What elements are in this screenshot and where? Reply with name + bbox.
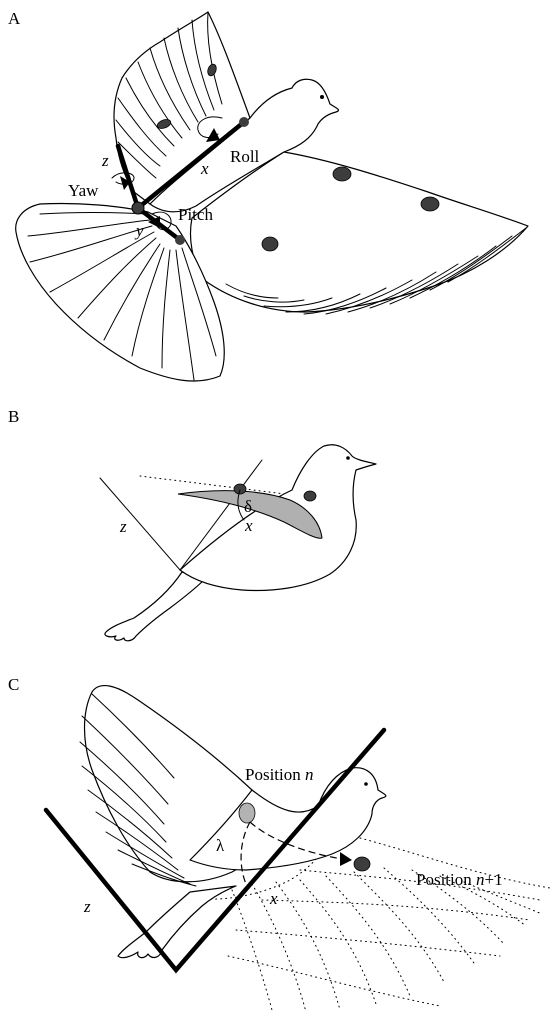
panel-a-y-label: y [134,221,144,240]
panel-a-marker [333,167,351,181]
panel-a-z-label: z [101,151,109,170]
panel-b-eye [346,456,350,460]
panel-c-lambda-label: λ [216,836,225,855]
panel-c-trajectory-arrowhead [340,852,352,866]
panel-b-marker [304,491,316,501]
panel-c-letter: C [8,675,19,694]
panel-c-x-label: x [269,889,278,908]
panel-a-origin [132,202,144,214]
panel-b-marker [234,484,246,494]
panel-b-letter: B [8,407,19,426]
panel-a-eye [320,95,324,99]
panel-a-marker [262,237,278,251]
panel-a-x-label: x [200,159,209,178]
panel-a-roll-label: Roll [230,147,260,166]
panel-a-marker [421,197,439,211]
panel-b-tail [105,572,206,641]
panel-c-marker-position-n [239,803,255,823]
panel-a-axis-end [175,235,185,245]
panel-c-eye [364,782,368,786]
panel-a: A [8,9,528,381]
panel-a-yaw-label: Yaw [68,181,99,200]
panel-c: C [8,675,550,1012]
panel-a-pitch-label: Pitch [178,205,213,224]
panel-c-position-n-label: Position n [245,765,314,784]
panel-a-axis-end [239,117,249,127]
panel-b: B δ x z [8,407,376,641]
panel-c-position-n1-label: Position n+1 [416,870,503,889]
panel-b-z-label: z [119,517,127,536]
panel-c-marker-position-n1 [354,857,370,871]
panel-c-z-label: z [83,897,91,916]
panel-b-delta-label: δ [244,497,252,516]
panel-a-letter: A [8,9,21,28]
panel-b-x-label: x [244,516,253,535]
